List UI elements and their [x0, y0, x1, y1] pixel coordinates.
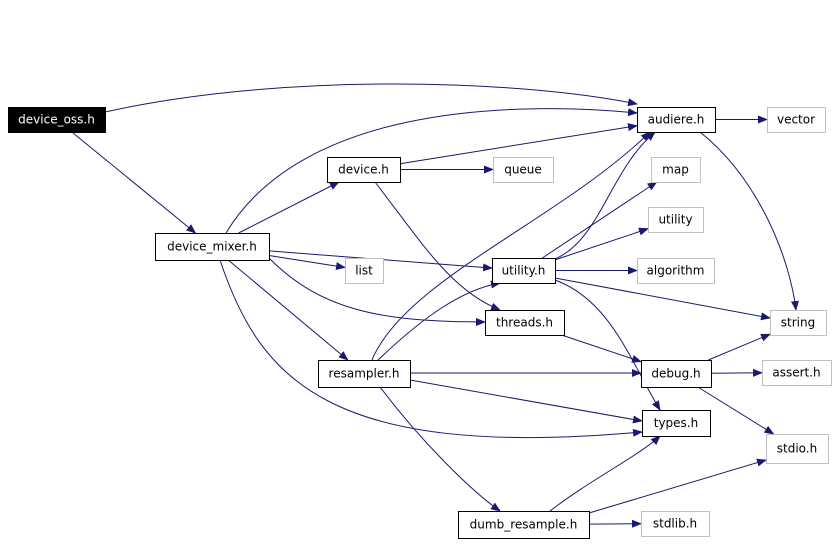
edge-resampler-to-utility_h — [377, 280, 501, 361]
node-label: string — [781, 316, 815, 330]
node-list: list — [345, 258, 384, 284]
edge-audiere-to-string — [699, 131, 799, 311]
node-label: map — [662, 163, 689, 177]
node-box — [8, 107, 106, 133]
node-debug[interactable]: debug.h — [641, 360, 712, 388]
node-label: debug.h — [651, 367, 700, 381]
node-dumb-resample[interactable]: dumb_resample.h — [458, 511, 590, 539]
node-box — [485, 310, 565, 336]
node-box — [345, 258, 384, 284]
edge-device_mixer-to-types — [219, 259, 643, 439]
node-box — [641, 511, 710, 537]
node-box — [458, 511, 590, 539]
edge-device_mixer-to-list — [268, 255, 346, 271]
node-label: utility.h — [502, 264, 546, 278]
node-box — [651, 157, 701, 183]
node-box — [637, 107, 716, 133]
edge-device_oss-to-audiere — [104, 83, 638, 113]
edge-device-to-audiere — [399, 123, 638, 165]
node-string: string — [770, 310, 827, 336]
node-stdlib: stdlib.h — [641, 511, 710, 537]
edge-device_mixer-to-device — [238, 181, 340, 234]
node-box — [492, 258, 556, 284]
node-label: device.h — [338, 163, 389, 177]
edge-resampler-to-dumb_resample — [379, 386, 501, 512]
node-queue: queue — [493, 157, 554, 183]
node-label: assert.h — [772, 366, 820, 380]
edge-utility_h-to-audiere — [554, 131, 656, 260]
edge-debug-to-string — [708, 333, 771, 361]
node-label: queue — [504, 163, 542, 177]
node-box — [637, 258, 715, 284]
node-label: vector — [777, 113, 815, 127]
node-box — [767, 107, 826, 133]
edge-utility_h-to-types — [554, 279, 661, 411]
node-label: device_oss.h — [18, 113, 95, 127]
node-label: device_mixer.h — [167, 240, 257, 254]
node-label: stdlib.h — [653, 517, 697, 531]
node-device-oss[interactable]: device_oss.h — [8, 107, 106, 133]
edge-debug-to-stdio — [697, 386, 775, 435]
node-label: threads.h — [496, 316, 553, 330]
nodes: device_oss.h audiere.h vector device.h queue… — [8, 107, 832, 539]
node-label: types.h — [654, 416, 698, 430]
node-box — [762, 360, 832, 386]
node-algorithm: algorithm — [637, 258, 715, 284]
edge-threads-to-debug — [561, 334, 642, 363]
node-resampler[interactable]: resampler.h — [318, 360, 411, 388]
edge-dumb_resample-to-types — [549, 435, 661, 512]
edge-resampler-to-audiere — [371, 131, 651, 361]
node-box — [327, 157, 401, 183]
edge-device_mixer-to-audiere — [225, 108, 638, 234]
node-vector: vector — [767, 107, 826, 133]
node-label: resampler.h — [329, 367, 400, 381]
edge-device_mixer-to-resampler — [227, 259, 349, 361]
node-box — [770, 310, 827, 336]
edges — [71, 83, 799, 528]
node-device-mixer[interactable]: device_mixer.h — [155, 233, 270, 261]
edge-utility_h-to-utility_std — [554, 227, 649, 261]
node-label: list — [355, 264, 373, 278]
node-box — [493, 157, 554, 183]
node-map: map — [651, 157, 701, 183]
node-threads[interactable]: threads.h — [485, 310, 565, 336]
edge-resampler-to-types — [409, 379, 643, 424]
node-types[interactable]: types.h — [642, 410, 711, 437]
node-label: utility — [658, 213, 692, 227]
node-stdio: stdio.h — [766, 434, 829, 464]
node-label: stdio.h — [777, 442, 817, 456]
node-assert: assert.h — [762, 360, 832, 386]
node-box — [318, 360, 411, 388]
node-utility-h[interactable]: utility.h — [492, 258, 556, 284]
node-box — [642, 410, 711, 437]
node-label: audiere.h — [648, 113, 705, 127]
node-box — [648, 207, 704, 233]
node-device[interactable]: device.h — [327, 157, 401, 183]
node-label: algorithm — [647, 264, 705, 278]
edge-device_oss-to-device_mixer — [71, 131, 197, 234]
edge-utility_h-to-map — [542, 181, 658, 259]
edge-utility_h-to-string — [554, 277, 771, 321]
edge-device_mixer-to-threads — [267, 256, 486, 326]
node-label: dumb_resample.h — [470, 518, 578, 532]
node-box — [155, 233, 270, 261]
node-audiere[interactable]: audiere.h — [637, 107, 716, 133]
node-utility-std: utility — [648, 207, 704, 233]
edge-dumb_resample-to-stdio — [588, 458, 767, 514]
edge-device-to-threads — [374, 181, 501, 311]
node-box — [641, 360, 712, 388]
node-box — [766, 434, 829, 464]
